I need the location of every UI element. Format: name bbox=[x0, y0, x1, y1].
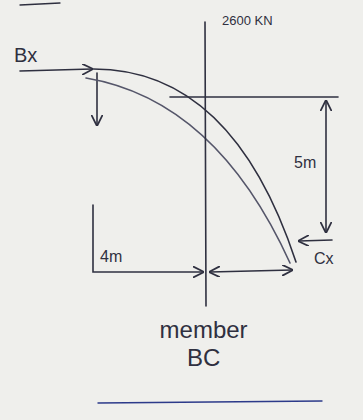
force-label: Cx bbox=[314, 250, 334, 268]
dimension-bracket bbox=[93, 205, 203, 272]
dimension-label: 5m bbox=[294, 154, 316, 172]
bx-arrow bbox=[20, 69, 92, 71]
load-label: 2600 KN bbox=[222, 14, 273, 29]
level-line bbox=[170, 96, 338, 98]
member-label: member BC bbox=[150, 316, 257, 371]
dimension-arrow bbox=[210, 270, 292, 272]
dimension-arrow bbox=[325, 101, 327, 232]
bottom-underline bbox=[98, 401, 322, 403]
arch-outer bbox=[92, 69, 296, 262]
force-label: Bx bbox=[14, 44, 37, 67]
member-line bbox=[205, 22, 206, 306]
top-underline bbox=[20, 3, 60, 5]
cx-arrow bbox=[299, 240, 332, 241]
arch-inner bbox=[86, 78, 290, 263]
dimension-label: 4m bbox=[100, 248, 122, 266]
